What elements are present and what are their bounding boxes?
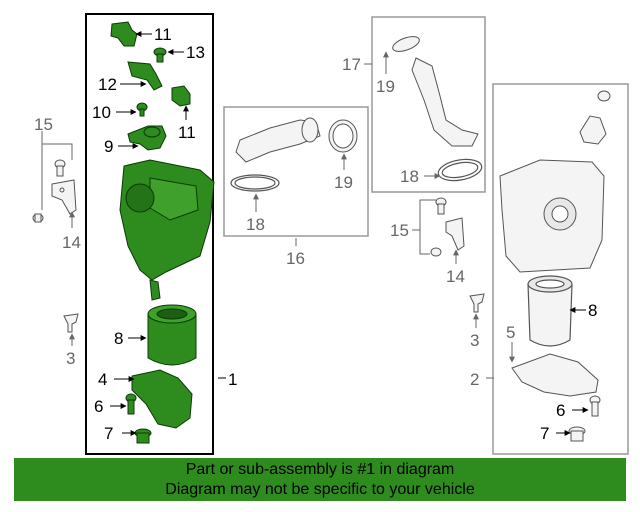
part-3-clip-right (469, 293, 485, 313)
part-8-filter-right (527, 275, 573, 347)
part-assembly-2-sensor (579, 115, 607, 145)
part-18-clamp-right (437, 158, 483, 182)
assembly-2-box (492, 83, 629, 455)
part-6-bolt-right (589, 395, 601, 417)
callout-1: 1 (228, 370, 237, 389)
callout-18-right: 18 (400, 167, 419, 186)
part-6-bolt (125, 393, 137, 415)
group-16-box (223, 106, 369, 237)
part-outlet-duct (411, 57, 479, 147)
group-17-box (371, 16, 486, 193)
callout-15-middle: 15 (390, 221, 409, 240)
part-14-bracket-left (51, 179, 77, 215)
callout-6-left: 6 (94, 397, 103, 416)
callout-7-right: 7 (540, 424, 549, 443)
part-5-base (511, 353, 599, 397)
banner-line-1: Part or sub-assembly is #1 in diagram (185, 461, 455, 478)
callout-13: 13 (186, 43, 205, 62)
callout-5: 5 (506, 323, 515, 342)
callout-19-left: 19 (334, 173, 353, 192)
callout-19-right: 19 (376, 77, 395, 96)
callout-14-left: 14 (62, 233, 81, 252)
callout-9: 9 (104, 137, 113, 156)
part-air-cleaner-housing (119, 159, 215, 301)
callout-10: 10 (92, 103, 111, 122)
part-8-filter (147, 304, 197, 366)
callout-8-right: 8 (588, 301, 597, 320)
part-12-bracket (127, 61, 163, 91)
callout-17: 17 (342, 55, 361, 74)
callout-18-left: 18 (246, 215, 265, 234)
info-banner: Part or sub-assembly is #1 in diagram Di… (14, 458, 626, 501)
callout-7-left: 7 (104, 424, 113, 443)
parts-diagram: 11 13 12 10 11 9 8 4 6 7 1 15 14 3 18 19… (32, 13, 629, 455)
part-14-bracket-middle (445, 217, 465, 251)
callout-11-lower: 11 (178, 123, 196, 142)
part-18-clamp-left (230, 174, 280, 192)
part-10-bolt (136, 102, 148, 117)
callout-2: 2 (470, 370, 479, 389)
part-4-base (131, 369, 193, 429)
callout-4: 4 (98, 370, 107, 389)
part-7-grommet-right (568, 426, 586, 442)
callout-6-right: 6 (556, 401, 565, 420)
part-15-bolt-middle (430, 197, 447, 257)
part-7-grommet (134, 428, 152, 444)
callout-15-left: 15 (34, 115, 53, 134)
callout-14-middle: 14 (446, 267, 465, 286)
part-3-clip-left (63, 313, 79, 333)
part-assembly-2-bolt-top (597, 90, 611, 102)
callout-8-left: 8 (114, 329, 123, 348)
callout-3-right: 3 (470, 331, 479, 350)
part-9-sensor (127, 125, 167, 151)
banner-line-2: Diagram may not be specific to your vehi… (165, 481, 475, 498)
callout-11-top: 11 (154, 25, 172, 44)
part-11-clip-lower (171, 85, 191, 107)
part-13-bolt (153, 47, 167, 63)
assembly-1-box (85, 13, 214, 455)
part-15-bolt-left (32, 159, 66, 223)
part-intake-hose (235, 117, 321, 163)
part-assembly-2-housing (499, 159, 605, 273)
callout-12: 12 (98, 75, 117, 94)
part-19-seal-right (392, 36, 420, 52)
callout-16: 16 (286, 249, 305, 268)
part-11-clip-top (110, 21, 138, 47)
part-19-seal-left (328, 119, 358, 153)
callout-3-left: 3 (66, 349, 75, 368)
